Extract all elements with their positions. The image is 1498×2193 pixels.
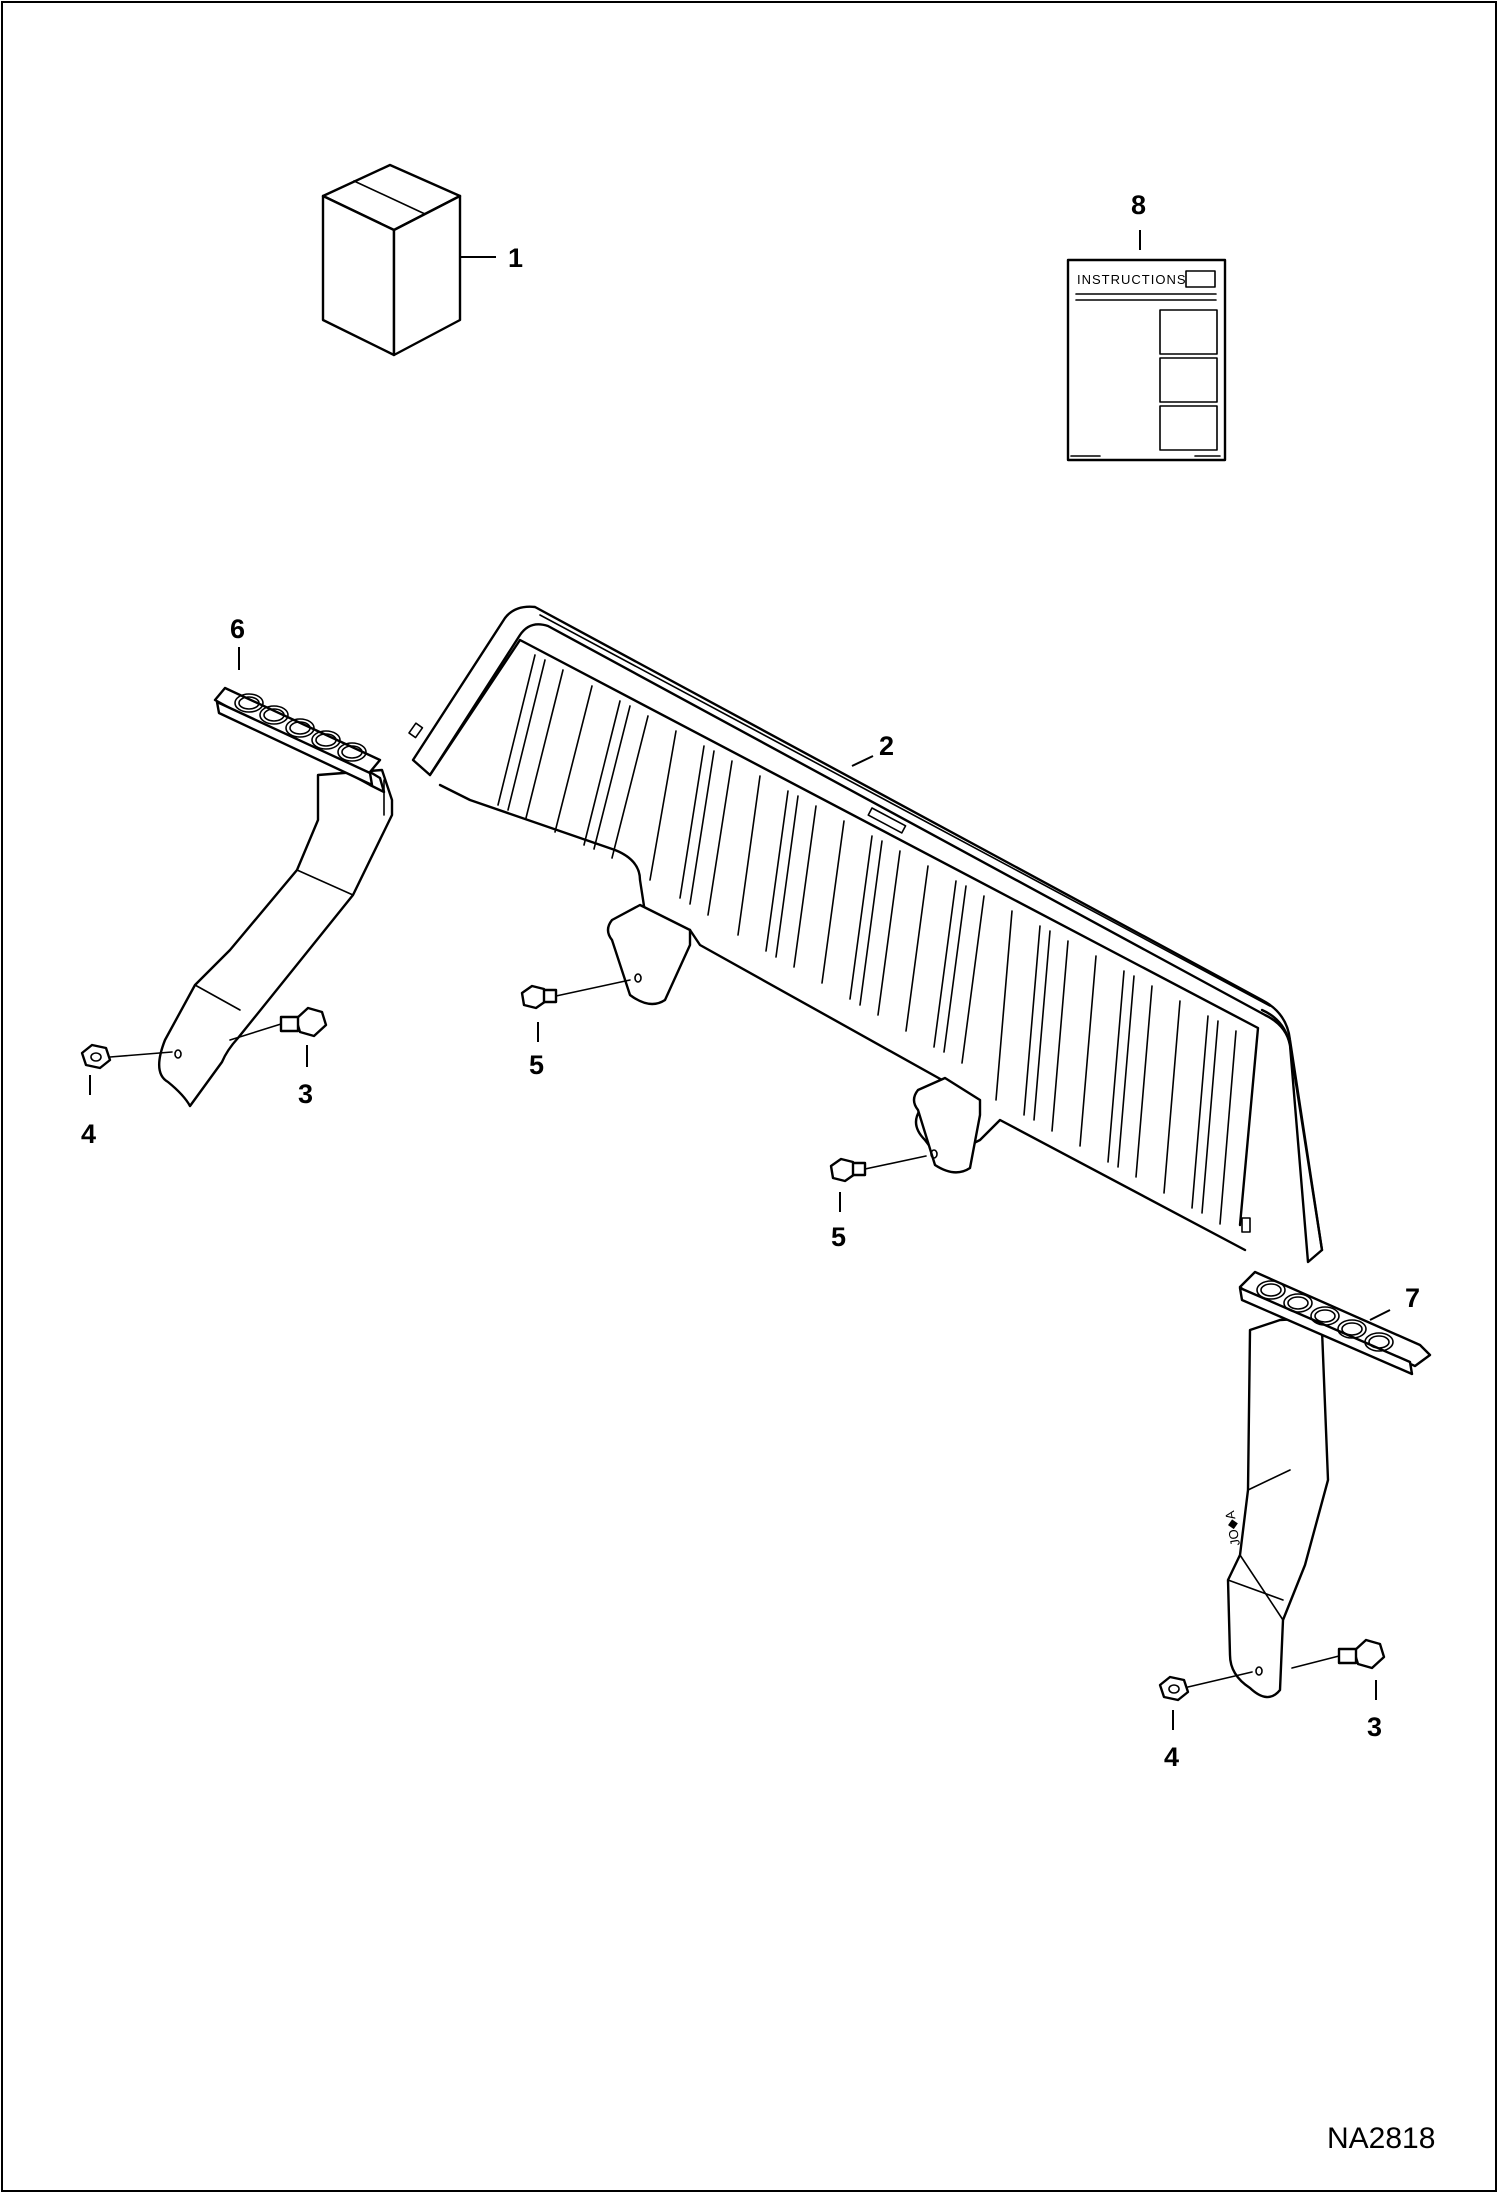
drawing-code: NA2818: [1327, 2122, 1435, 2155]
flange-bolt-5b: [829, 1155, 927, 1183]
flange-bolt-5a: [520, 979, 631, 1010]
flange-nut-4b: [1158, 1671, 1253, 1702]
callout-7: 7: [1405, 1283, 1420, 1313]
callout-5a: 5: [529, 1050, 544, 1080]
bracket-marking: JO◆A: [1222, 1509, 1243, 1547]
callout-8: 8: [1131, 190, 1146, 220]
callout-1: 1: [508, 243, 523, 273]
center-mount-tab-left: [606, 903, 692, 1006]
left-mount-strip-part: [213, 686, 386, 794]
leader-line-2: [851, 755, 874, 767]
deflector-screen-part: [408, 605, 1324, 1264]
leader-line-7: [1369, 1309, 1391, 1321]
callout-5b: 5: [831, 1222, 846, 1252]
instructions-heading: INSTRUCTIONS: [1077, 272, 1187, 287]
flange-nut-4a: [80, 1043, 173, 1070]
center-mount-tab-right: [912, 1076, 982, 1174]
callout-3b: 3: [1367, 1712, 1382, 1742]
callout-4a: 4: [81, 1119, 96, 1149]
callout-6: 6: [230, 614, 245, 644]
right-leg-bracket: JO◆A: [1222, 1316, 1330, 1699]
callout-3a: 3: [298, 1079, 313, 1109]
instructions-sheet-part: INSTRUCTIONS: [1066, 258, 1227, 462]
left-leg-bracket: [158, 768, 394, 1108]
bolt-3b: [1291, 1638, 1386, 1670]
right-mount-strip-part: [1238, 1270, 1432, 1376]
callout-2: 2: [879, 731, 894, 761]
kit-box-part: [321, 163, 462, 357]
bolt-3a: [229, 1006, 328, 1041]
callout-4b: 4: [1164, 1742, 1179, 1772]
